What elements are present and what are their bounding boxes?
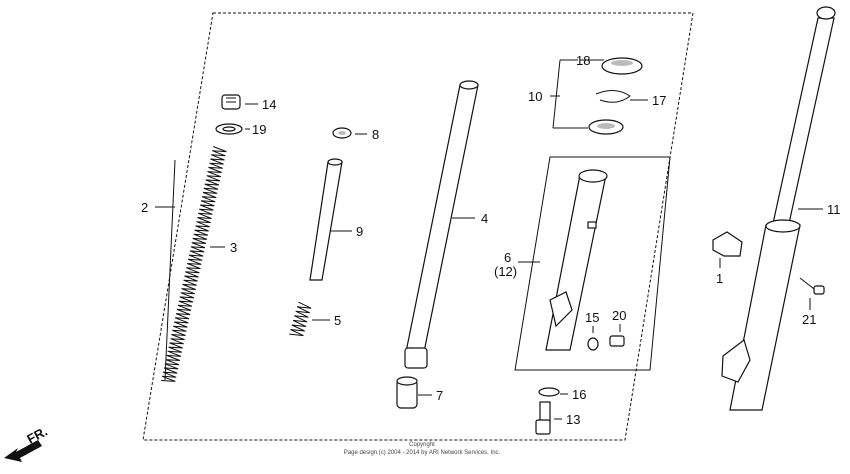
part-11-fork-leg: [721, 6, 836, 411]
callout-6-12: (12): [494, 264, 517, 279]
part-3-spring: [161, 146, 227, 382]
callout-4: 4: [481, 211, 488, 226]
part-14-bolt: [221, 94, 258, 110]
callout-14: 14: [262, 97, 276, 112]
callout-19: 19: [252, 122, 266, 137]
callout-13: 13: [566, 412, 580, 427]
callout-21: 21: [802, 312, 816, 327]
part-8-clip: [332, 127, 367, 139]
front-direction-arrow: FR.: [4, 424, 50, 462]
copyright-line-2: Page design (c) 2004 - 2014 by ARI Netwo…: [344, 450, 501, 456]
slider-subgroup-frame: [514, 156, 671, 371]
part-oil-seal: [588, 119, 624, 135]
callout-2: 2: [141, 200, 148, 215]
callout-9: 9: [356, 224, 363, 239]
assembly-frame: [142, 12, 694, 441]
callout-18: 18: [576, 53, 590, 68]
callout-5: 5: [334, 313, 341, 328]
part-10-bracket: [550, 59, 588, 129]
part-18-dust-seal: [580, 57, 643, 75]
part-7-oil-lock-piece: [396, 376, 432, 409]
callout-17: 17: [652, 93, 666, 108]
part-21-screw: [799, 277, 825, 310]
callout-15: 15: [585, 310, 599, 325]
callout-20: 20: [612, 308, 626, 323]
part-5-rebound-spring: [289, 301, 330, 337]
part-17-stopper-ring: [595, 90, 648, 103]
callout-10: 10: [528, 89, 542, 104]
part-13-socket-bolt: [535, 401, 562, 435]
part-2-bracket: [155, 159, 176, 381]
part-4-fork-tube: [404, 80, 479, 369]
callout-8: 8: [372, 127, 379, 142]
part-20-bolt: [609, 324, 625, 347]
callout-7: 7: [436, 388, 443, 403]
part-6-fork-slider: [518, 169, 608, 351]
callout-3: 3: [230, 240, 237, 255]
part-1-clamp: [712, 231, 743, 268]
copyright-line-1: Copyright: [409, 442, 435, 448]
callout-16: 16: [572, 387, 586, 402]
part-19-washer: [215, 123, 250, 135]
callout-6: 6: [504, 250, 511, 265]
part-15-washer: [587, 326, 599, 351]
front-label: FR.: [24, 424, 50, 447]
callout-11: 11: [827, 202, 841, 217]
callout-1: 1: [716, 271, 723, 286]
part-16-washer: [538, 387, 568, 397]
part-9-damper-rod: [309, 158, 352, 281]
